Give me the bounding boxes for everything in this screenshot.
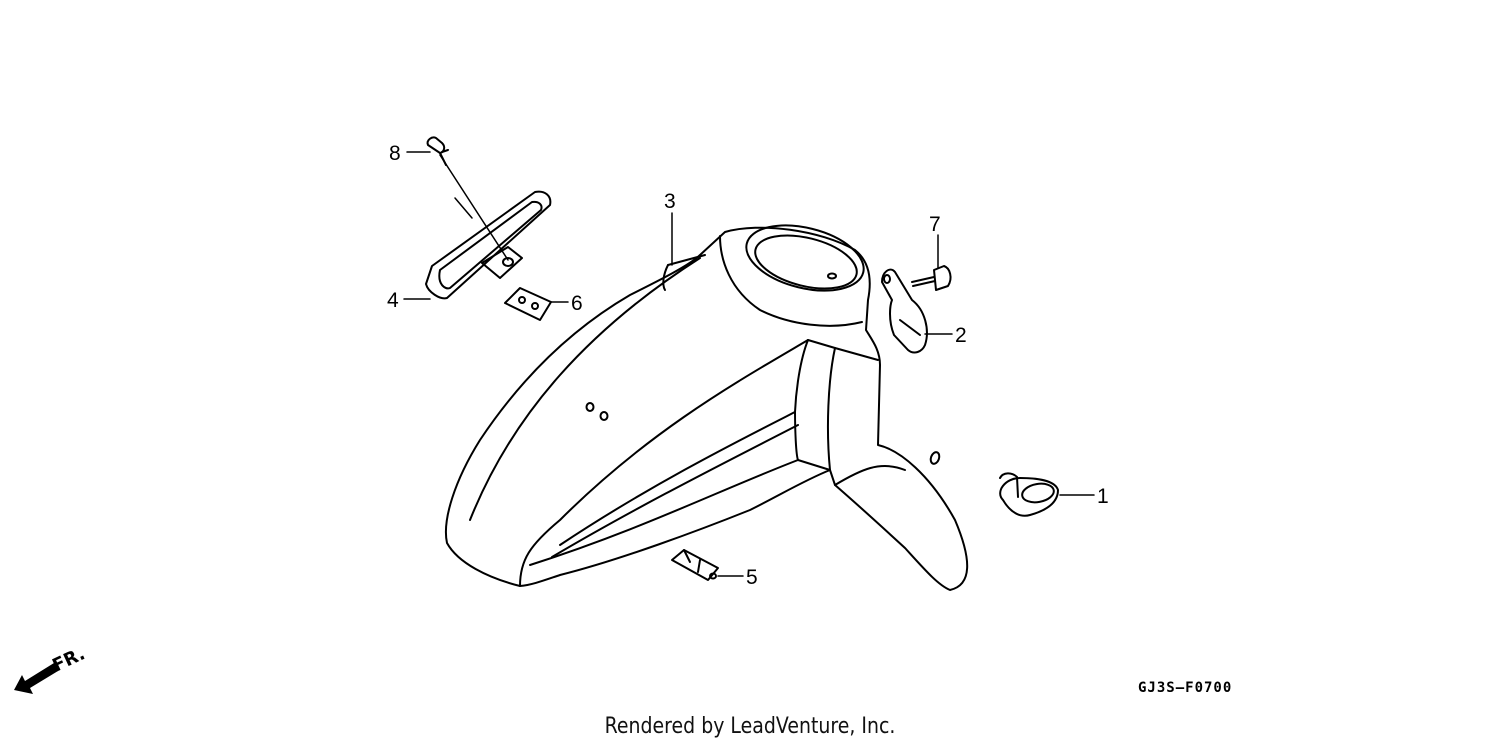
direction-label: FR. <box>49 643 88 676</box>
leader-lines <box>403 151 1095 577</box>
figure-code: GJ3S–F0700 <box>1138 680 1233 696</box>
reflector <box>425 190 552 300</box>
callout-4: 4 <box>387 289 399 312</box>
callout-1: 1 <box>1097 485 1109 508</box>
callout-5: 5 <box>746 566 758 589</box>
front-direction-arrow-icon: FR. <box>14 643 88 694</box>
grommet-1 <box>999 472 1059 517</box>
hose-clamp-2 <box>881 268 928 354</box>
callout-2: 2 <box>955 324 967 347</box>
front-fender <box>445 224 969 591</box>
callout-3: 3 <box>664 190 676 213</box>
callout-7: 7 <box>929 213 941 236</box>
clip-5 <box>671 549 719 581</box>
callout-6: 6 <box>571 292 583 315</box>
screw-8 <box>426 136 509 261</box>
bolt-7 <box>911 265 952 291</box>
callout-8: 8 <box>389 142 401 165</box>
footer-credit: Rendered by LeadVenture, Inc. <box>604 714 896 739</box>
clip-nut-6 <box>504 287 552 321</box>
